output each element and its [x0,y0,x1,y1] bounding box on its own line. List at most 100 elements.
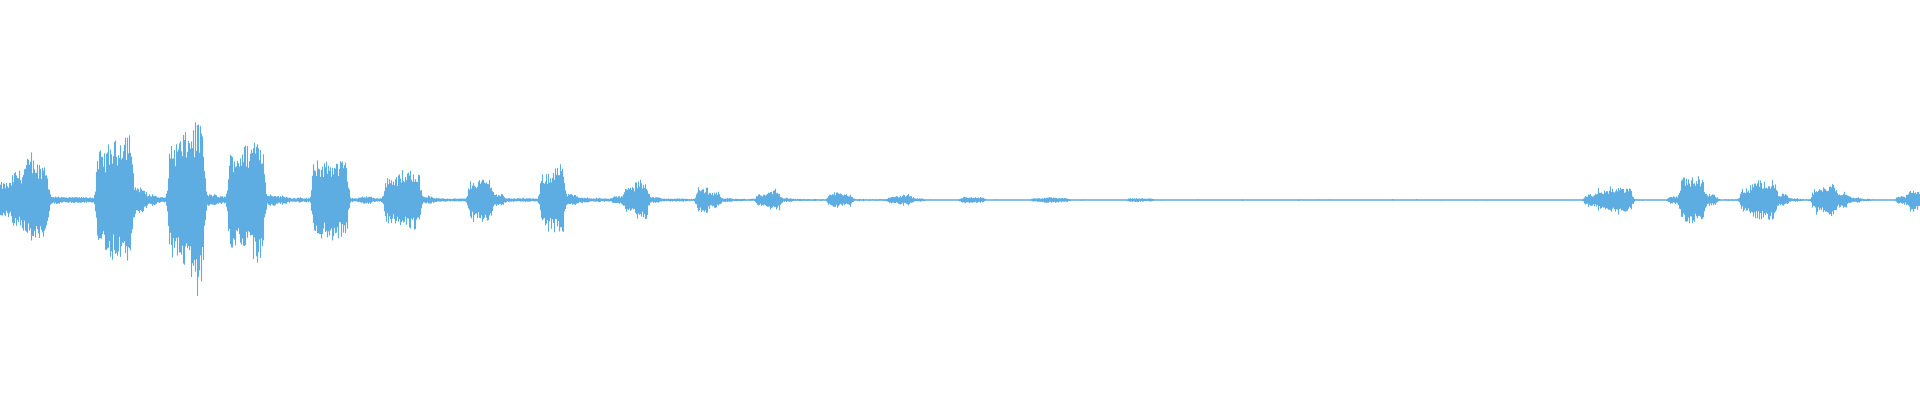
waveform-bin [527,194,541,205]
waveform-bin [1127,198,1141,202]
waveform-bin [1427,199,1441,201]
waveform-bin [311,160,325,239]
waveform-bin [647,193,661,206]
waveform-bin [1667,192,1681,209]
waveform-bin [1463,199,1477,201]
waveform-bin [1151,198,1165,201]
waveform-bin [47,189,61,218]
waveform-bin [263,174,277,218]
waveform-bin [575,196,589,204]
waveform-bin [299,190,313,211]
waveform-bin [959,196,973,204]
waveform-bin [1331,199,1345,201]
waveform-bin [275,195,289,205]
waveform-bin [863,199,877,201]
waveform-bin [1271,199,1285,201]
waveform-bin [1499,199,1513,201]
waveform-bin [203,171,217,226]
waveform-bin [671,198,685,202]
waveform-bin [83,191,97,212]
waveform-bin [143,191,157,208]
waveform-bin [1439,199,1453,201]
waveform-bin [599,198,613,202]
waveform-bin [815,197,829,203]
waveform-bin [1583,193,1597,207]
waveform-bin [227,154,241,248]
waveform-bin [1511,199,1525,201]
waveform-bin [155,190,169,212]
waveform-bin [587,197,601,203]
waveform-bin [707,191,721,209]
waveform-bin [323,161,337,241]
waveform-bin [659,198,673,202]
waveform-bin [167,143,181,258]
waveform-bin [1175,199,1189,201]
waveform-bin [887,196,901,205]
waveform-bin [719,196,733,205]
waveform-bin [215,190,229,212]
waveform-bin [95,150,109,251]
waveform-bin [131,164,145,230]
waveform-bin [119,135,133,261]
waveform-bin [383,178,397,224]
waveform-bin [539,173,553,232]
waveform-bin [551,164,565,233]
waveform-bin [1847,196,1861,204]
waveform-bin [1547,199,1561,201]
waveform-bin [1535,199,1549,201]
waveform-bin [947,199,961,202]
waveform-bin [11,170,25,231]
waveform-bin [779,197,793,205]
waveform-bin [1487,199,1501,201]
waveform-bin [407,170,421,230]
waveform-bin [1631,196,1645,204]
waveform-bin [491,191,505,211]
waveform-bin [755,193,769,207]
waveform-bin [1823,184,1837,216]
waveform-bin [1907,190,1920,212]
waveform-bin [59,197,73,203]
waveform-bin [1091,199,1105,201]
waveform-bin [179,132,193,277]
waveform-bin [395,170,409,226]
waveform-bin [1703,191,1717,212]
waveform-bin [1295,199,1309,201]
waveform-bin [1319,199,1333,201]
waveform-bin [467,180,481,222]
waveform-bin [479,179,493,222]
waveform-bin [0,182,13,218]
waveform-bin [1415,199,1429,201]
waveform-bin [1859,198,1873,202]
waveform-bin [1655,198,1669,202]
waveform-bin [695,187,709,213]
waveform-bin [1475,199,1489,201]
waveform-bin [1715,197,1729,203]
waveform-bin [1067,198,1081,201]
waveform-bin [515,197,529,202]
waveform-bin [1691,176,1705,224]
waveform-bin [683,197,697,204]
waveform-bin [1883,199,1897,201]
waveform-bin [1307,199,1321,201]
waveform-bin [563,183,577,212]
waveform-bin [1055,198,1069,203]
waveform-bin [1787,197,1801,204]
waveform-bin [1643,199,1657,201]
waveform-bin [899,193,913,206]
waveform-bin [731,198,745,202]
waveform-bin [911,197,925,203]
waveform-bin [827,192,841,208]
waveform-bin [1259,199,1273,201]
waveform-bin [251,142,265,263]
waveform-bin [635,179,649,219]
waveform-bin [431,197,445,203]
waveform-bin [791,198,805,202]
waveform-bin [1199,199,1213,201]
waveform-bin [1211,199,1225,201]
waveform-bin [1727,197,1741,203]
waveform-bin [839,193,853,207]
waveform-bin [1103,199,1117,201]
waveform-bin [1811,187,1825,215]
waveform-bin [923,199,937,202]
